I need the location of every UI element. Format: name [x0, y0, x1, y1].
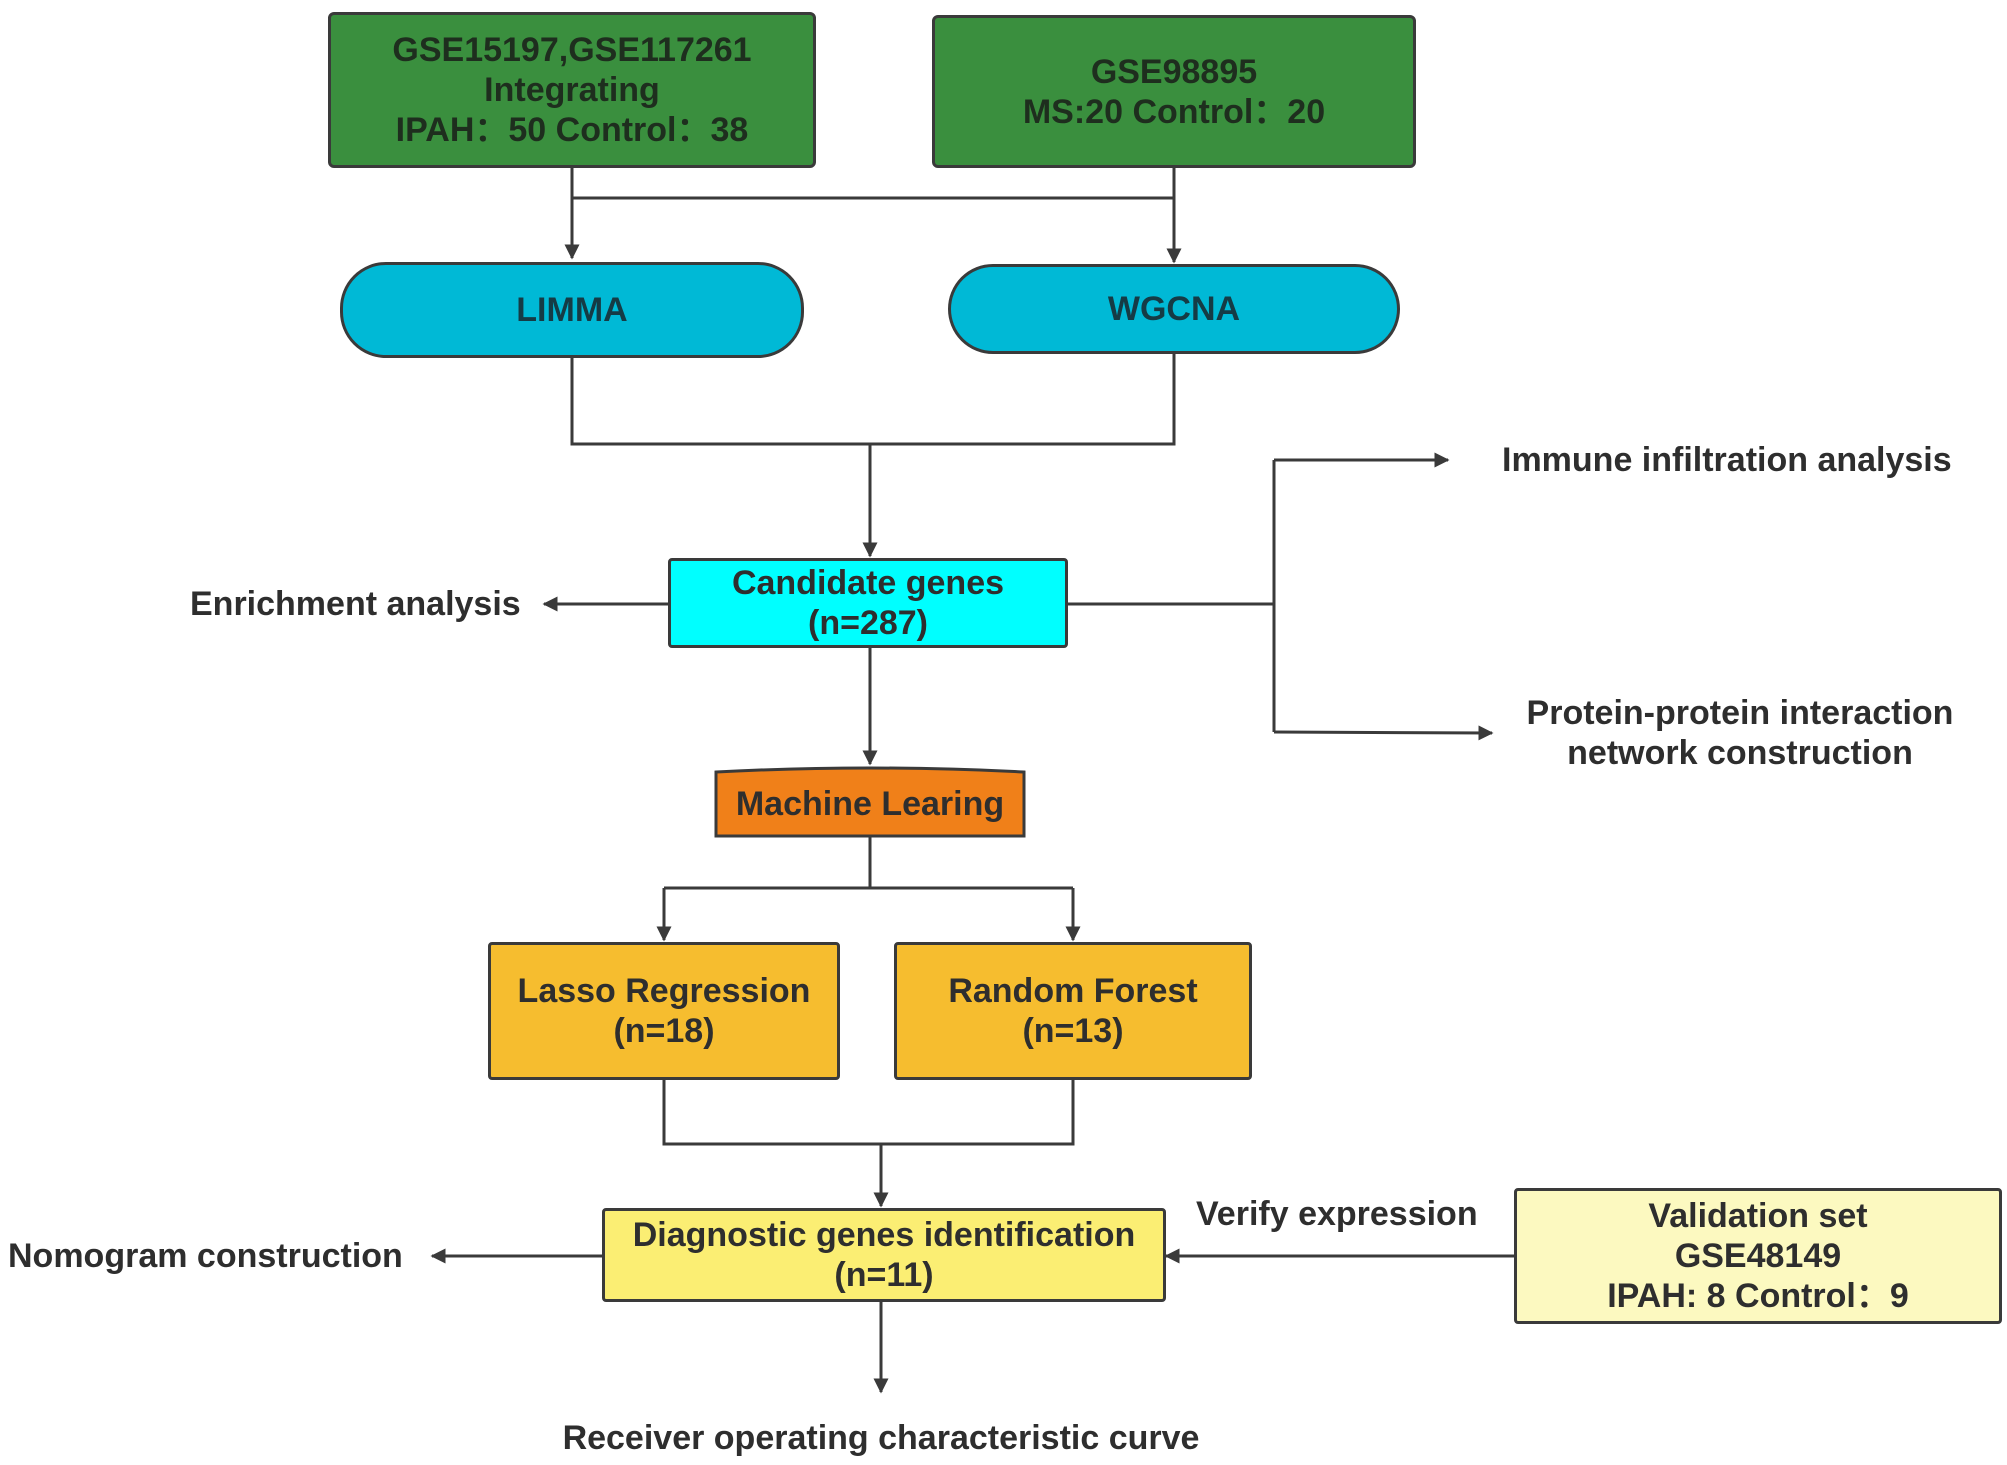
random-forest-title: Random Forest: [948, 972, 1198, 1010]
verify-expression-label: Verify expression: [1196, 1195, 1478, 1233]
diagnostic-title: Diagnostic genes identification: [632, 1216, 1136, 1254]
gse-integrating-line-2: Integrating: [484, 71, 660, 109]
wire-limma-down: [570, 352, 1176, 446]
gse-integrating-line-1: GSE15197,GSE117261: [392, 31, 752, 69]
gse98895-line-1: GSE98895: [1090, 52, 1258, 91]
limma-node: LIMMA: [340, 262, 804, 358]
lasso-count: (n=18): [613, 1012, 715, 1050]
diagnostic-count: (n=11): [834, 1256, 934, 1294]
machine-learning-label-wrap: Machine Learing: [716, 772, 1024, 836]
diagnostic-genes-box: Diagnostic genes identification (n=11): [602, 1208, 1166, 1302]
gse-integrating-line-3: IPAH：50 Control：38: [395, 111, 749, 149]
lasso-regression-box: Lasso Regression (n=18): [488, 942, 840, 1080]
candidate-genes-title: Candidate genes: [731, 564, 1005, 602]
immune-infiltration-label: Immune infiltration analysis: [1502, 441, 1952, 479]
validation-line-1: Validation set: [1648, 1197, 1868, 1235]
lasso-title: Lasso Regression: [517, 972, 811, 1010]
wire-to-ppi: [1273, 725, 1494, 741]
limma-label: LIMMA: [516, 291, 628, 329]
roc-curve-label: Receiver operating characteristic curve: [562, 1419, 1200, 1457]
ppi-network-label: Protein-protein interaction network cons…: [1500, 693, 1980, 773]
wgcna-label: WGCNA: [1107, 290, 1241, 328]
candidate-genes-count: (n=287): [808, 604, 928, 642]
ppi-line-2: network construction: [1567, 734, 1913, 772]
validation-line-3: IPAH: 8 Control：9: [1607, 1277, 1909, 1315]
gse-integrating-box: GSE15197,GSE117261 Integrating IPAH：50 C…: [328, 12, 816, 168]
validation-set-box: Validation set GSE48149 IPAH: 8 Control：…: [1514, 1188, 2002, 1324]
validation-line-2: GSE48149: [1674, 1237, 1842, 1275]
enrichment-analysis-label: Enrichment analysis: [190, 585, 521, 623]
nomogram-construction-label: Nomogram construction: [8, 1237, 403, 1275]
wire-merge-diagnostic: [662, 1080, 1075, 1146]
wgcna-node: WGCNA: [948, 264, 1400, 354]
candidate-genes-box: Candidate genes (n=287): [668, 558, 1068, 648]
gse98895-line-2: MS:20 Control：20: [1022, 92, 1326, 131]
machine-learning-label: Machine Learing: [735, 785, 1005, 823]
ppi-line-1: Protein-protein interaction: [1526, 694, 1954, 732]
gse98895-box: GSE98895 MS:20 Control：20: [932, 15, 1416, 168]
random-forest-count: (n=13): [1022, 1012, 1124, 1050]
random-forest-box: Random Forest (n=13): [894, 942, 1252, 1080]
wire-ml-split: [664, 836, 1073, 890]
